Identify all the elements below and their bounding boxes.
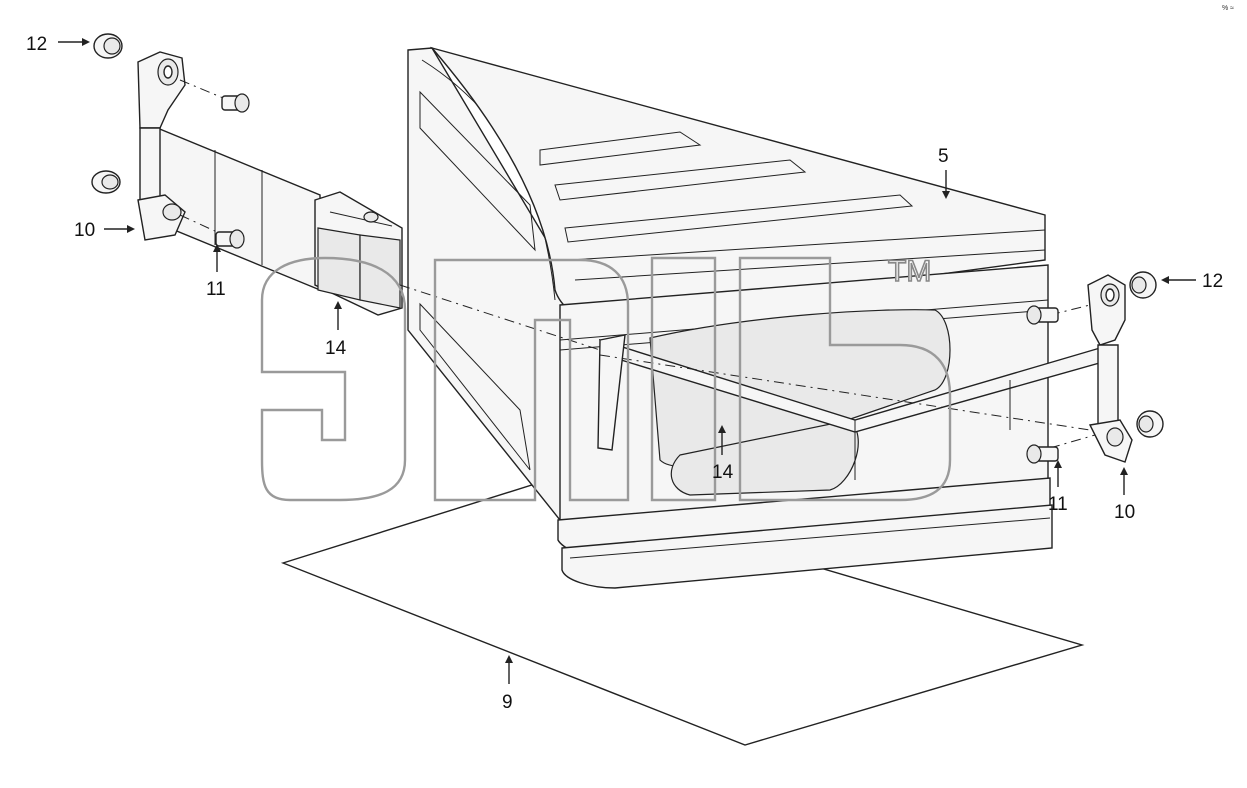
callout-12-right: 12 (1161, 271, 1223, 292)
callout-12-left: 12 (26, 34, 90, 55)
watermark-logo: TM (260, 254, 952, 502)
callout-10-left: 10 (74, 220, 135, 241)
callout-10-right-label: 10 (1114, 502, 1135, 523)
callout-12-right-label: 12 (1202, 271, 1223, 292)
screw-part-11-right-bottom (1026, 444, 1059, 464)
base-sheet-part-9 (280, 483, 1085, 746)
callout-14-left-label: 14 (325, 338, 347, 359)
callout-11-left: 11 (206, 244, 226, 300)
callout-5: 5 (938, 146, 950, 199)
callout-11-left-label: 11 (206, 279, 226, 300)
screw-part-11-left-top (221, 93, 250, 113)
callout-12-left-label: 12 (26, 34, 47, 55)
screw-part-11-right-top (1026, 305, 1059, 325)
nut-part-12-right-top (1129, 271, 1157, 299)
callout-14-center-label: 14 (712, 462, 734, 483)
nut-part-12-right-bottom (1136, 410, 1164, 438)
callout-9: 9 (502, 655, 513, 713)
callout-10-right: 10 (1114, 467, 1135, 523)
callout-5-label: 5 (938, 146, 949, 167)
toolbox-body-part-5 (407, 46, 1053, 589)
callout-9-label: 9 (502, 692, 513, 713)
bracket-part-10-right (1049, 274, 1133, 463)
nut-part-12-left-top (93, 33, 123, 59)
callout-11-right: 11 (1048, 460, 1068, 515)
callout-11-right-label: 11 (1048, 494, 1068, 515)
nut-part-12-left-mid (91, 170, 121, 194)
bracket-part-10-left (137, 51, 241, 241)
watermark-trademark: TM (888, 255, 931, 288)
callout-14-left: 14 (325, 301, 347, 359)
callout-10-left-label: 10 (74, 220, 95, 241)
corner-mark: % ≈ (1222, 5, 1234, 12)
callout-14-center: 14 (712, 425, 734, 483)
screw-part-11-left-bottom (215, 229, 245, 249)
